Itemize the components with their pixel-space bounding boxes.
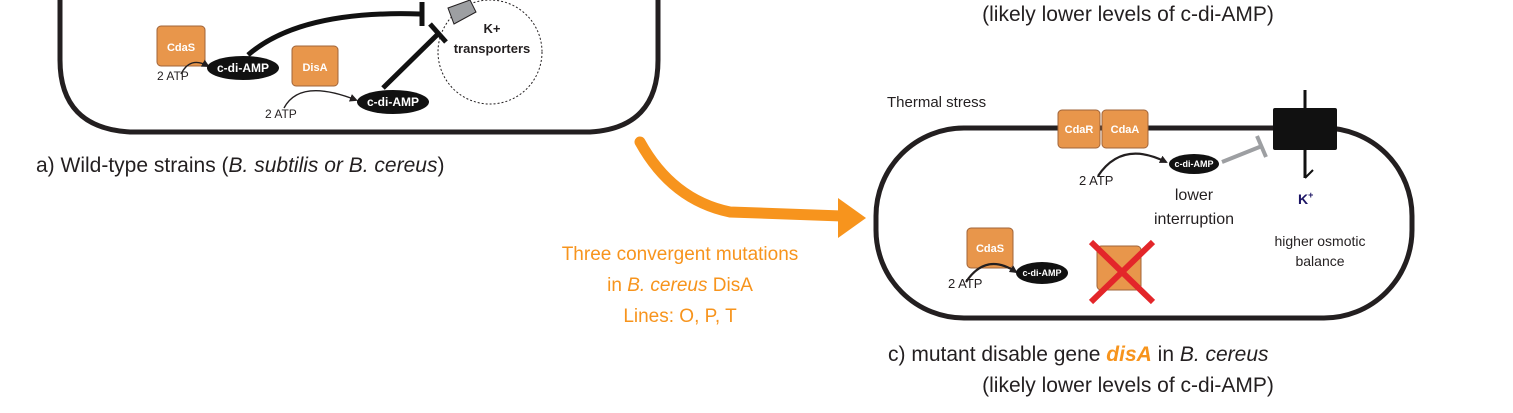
transporter-label-1: K+ <box>484 21 501 36</box>
conversion-arrow-a1 <box>180 59 210 75</box>
k-channel <box>1273 90 1337 179</box>
disa-protein-a: DisA <box>291 45 339 87</box>
cdiamp-pill-a1: c-di-AMP <box>207 56 279 80</box>
cdiamp-label-c1: c-di-AMP <box>1175 159 1214 169</box>
cdiamp-label-c2: c-di-AMP <box>1023 268 1062 278</box>
atp-label-c2: 2 ATP <box>948 276 982 291</box>
thermal-stress-label: Thermal stress <box>887 94 986 111</box>
cdiamp-pill-a2: c-di-AMP <box>357 90 429 114</box>
conversion-arrow-c2 <box>965 262 1018 283</box>
inhibition-bar-a2 <box>428 22 448 44</box>
cdar-protein: CdaR <box>1057 109 1101 149</box>
atp-label-c1: 2 ATP <box>1079 173 1113 188</box>
cdas-protein-c: CdaS <box>966 227 1014 269</box>
cdiamp-label-a1: c-di-AMP <box>217 61 269 75</box>
mutation-note: Three convergent mutations in B. cereus … <box>562 244 799 327</box>
osmotic-label-2: balance <box>1295 253 1344 269</box>
disa-label-a: DisA <box>302 62 327 74</box>
cdaa-protein: CdaA <box>1101 109 1149 149</box>
gray-inhibition-bar <box>1255 135 1268 158</box>
disa-disabled <box>1088 239 1156 305</box>
cdiamp-label-a2: c-di-AMP <box>367 95 419 109</box>
mutation-line-1: Three convergent mutations <box>562 244 799 265</box>
atp-label-a1: 2 ATP <box>157 69 189 83</box>
inhibition-line-a1 <box>246 11 421 57</box>
caption-a: a) Wild-type strains (B. subtilis or B. … <box>36 154 444 177</box>
osmotic-label-1: higher osmotic <box>1274 233 1365 249</box>
k-ion-label: K+ <box>1298 190 1313 207</box>
cdiamp-pill-c2: c-di-AMP <box>1016 262 1068 284</box>
gray-inhibition-line <box>1221 144 1263 164</box>
mutation-line-3: Lines: O, P, T <box>623 306 737 327</box>
conversion-arrow-c1 <box>1097 152 1168 177</box>
transporter-gray-block <box>447 0 477 25</box>
interruption-label: interruption <box>1154 211 1234 228</box>
lower-label: lower <box>1175 187 1214 204</box>
caption-c-line2: (likely lower levels of c-di-AMP) <box>982 374 1274 397</box>
panel-a: CdaS DisA 2 ATP 2 ATP c-di-AMP c-di-AMP <box>36 0 661 177</box>
conversion-arrow-a2 <box>283 90 358 109</box>
inhibition-line-a2 <box>381 32 440 90</box>
transporter-circle <box>437 0 543 105</box>
cdiamp-pill-c1: c-di-AMP <box>1169 154 1219 174</box>
cdar-label: CdaR <box>1065 124 1094 136</box>
caption-b-line2: (likely lower levels of c-di-AMP) <box>982 3 1274 26</box>
mutation-line-2: in B. cereus DisA <box>607 275 753 296</box>
panel-c: Thermal stress CdaR CdaA 2 ATP c-di-AMP … <box>873 90 1415 397</box>
mutation-arrow <box>634 136 866 238</box>
caption-c-line1: c) mutant disable gene disA in B. cereus <box>888 343 1269 366</box>
red-cross-line-2 <box>1088 239 1156 305</box>
cdas-protein-a: CdaS <box>156 25 206 67</box>
cdas-label-a: CdaS <box>167 42 195 54</box>
atp-label-a2: 2 ATP <box>265 107 297 121</box>
transporter-label-2: transporters <box>454 41 531 56</box>
cdas-label-c: CdaS <box>976 243 1004 255</box>
cell-membrane-a <box>57 0 661 135</box>
cdaa-label: CdaA <box>1111 124 1140 136</box>
